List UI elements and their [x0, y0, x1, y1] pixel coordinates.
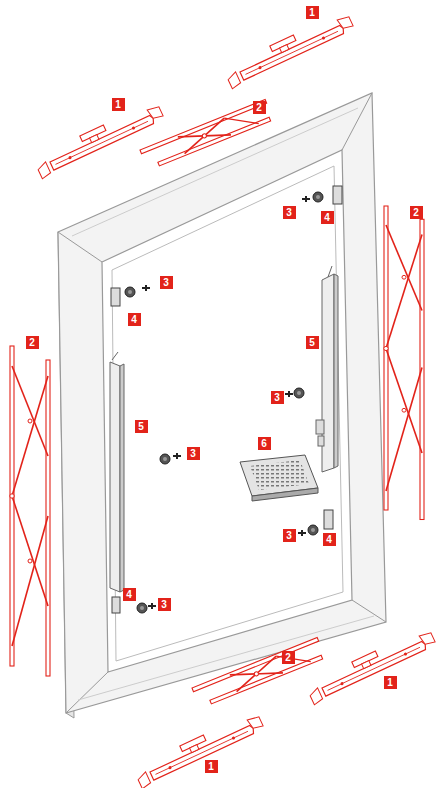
callout-number: 1	[112, 98, 125, 111]
callout-number: 2	[282, 651, 295, 664]
callout-number: 3	[187, 447, 200, 460]
callout-number: 2	[253, 101, 266, 114]
callout-number: 3	[158, 598, 171, 611]
callout-number: 2	[410, 206, 423, 219]
callout-number: 4	[128, 313, 141, 326]
callout-number: 4	[321, 211, 334, 224]
callout-number: 5	[135, 420, 148, 433]
callout-number: 1	[384, 676, 397, 689]
callout-number: 1	[306, 6, 319, 19]
callout-number: 5	[306, 336, 319, 349]
callout-number: 4	[323, 533, 336, 546]
callout-number: 6	[258, 437, 271, 450]
callout-number: 4	[123, 588, 136, 601]
callout-number: 3	[283, 529, 296, 542]
callout-number: 2	[26, 336, 39, 349]
callout-number: 3	[283, 206, 296, 219]
callout-number: 3	[271, 391, 284, 404]
callout-number: 3	[160, 276, 173, 289]
callout-number: 1	[205, 760, 218, 773]
